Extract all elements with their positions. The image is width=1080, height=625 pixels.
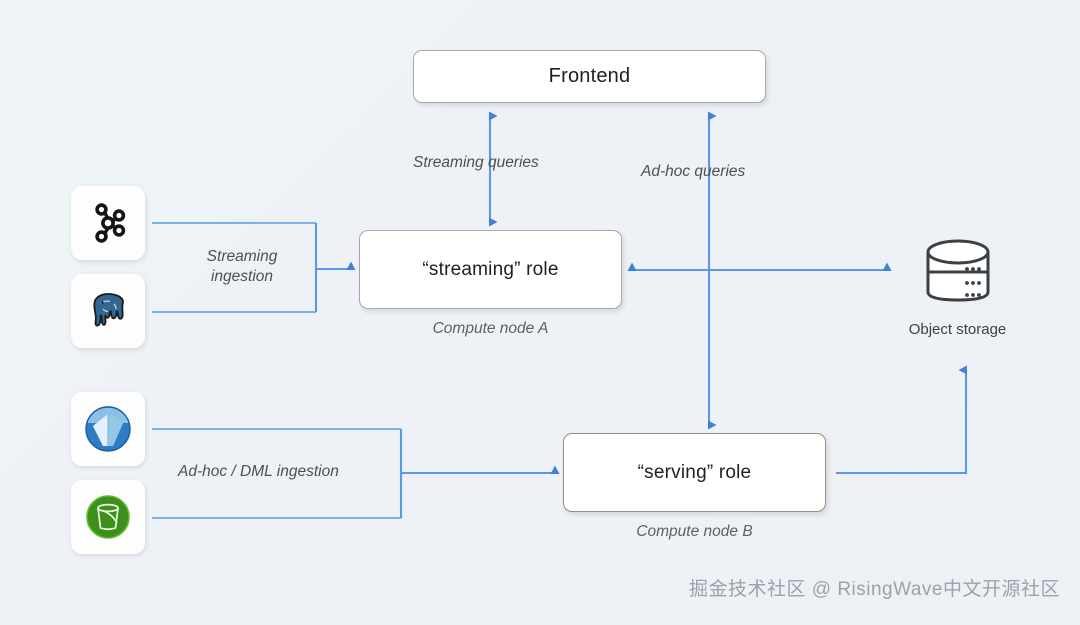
object-storage-label: Object storage [908,321,1007,338]
minio-bucket-icon [86,495,130,539]
caption-compute-node-b: Compute node B [636,523,753,540]
node-frontend[interactable]: Frontend [413,50,766,103]
edge-label-streaming-queries: Streaming queries [413,154,539,171]
source-card-minio[interactable] [71,480,145,554]
source-card-apache-iceberg[interactable] [71,392,145,466]
node-serving-role-label: “serving” role [637,461,752,483]
apache-iceberg-icon [85,406,131,452]
database-cylinder-icon [926,239,989,302]
postgresql-icon [93,293,124,327]
source-card-postgresql[interactable] [71,274,145,348]
edge-label-adhoc-dml-ingestion: Ad-hoc / DML ingestion [178,463,339,480]
source-card-kafka[interactable] [71,186,145,260]
node-object-storage[interactable]: Object storage [895,232,1020,338]
node-streaming-role[interactable]: “streaming” role [359,230,622,309]
kafka-icon [95,203,126,243]
node-streaming-role-label: “streaming” role [422,258,559,280]
edge-label-adhoc-queries: Ad-hoc queries [641,163,746,180]
edge-label-streaming-ingestion: Streaming ingestion [206,248,278,285]
edge-serving-to-storage [836,365,968,475]
node-serving-role[interactable]: “serving” role [563,433,826,512]
watermark-text: 掘金技术社区 @ RisingWave中文开源社区 [688,579,1060,600]
caption-compute-node-a: Compute node A [432,320,549,337]
node-frontend-label: Frontend [548,65,631,87]
